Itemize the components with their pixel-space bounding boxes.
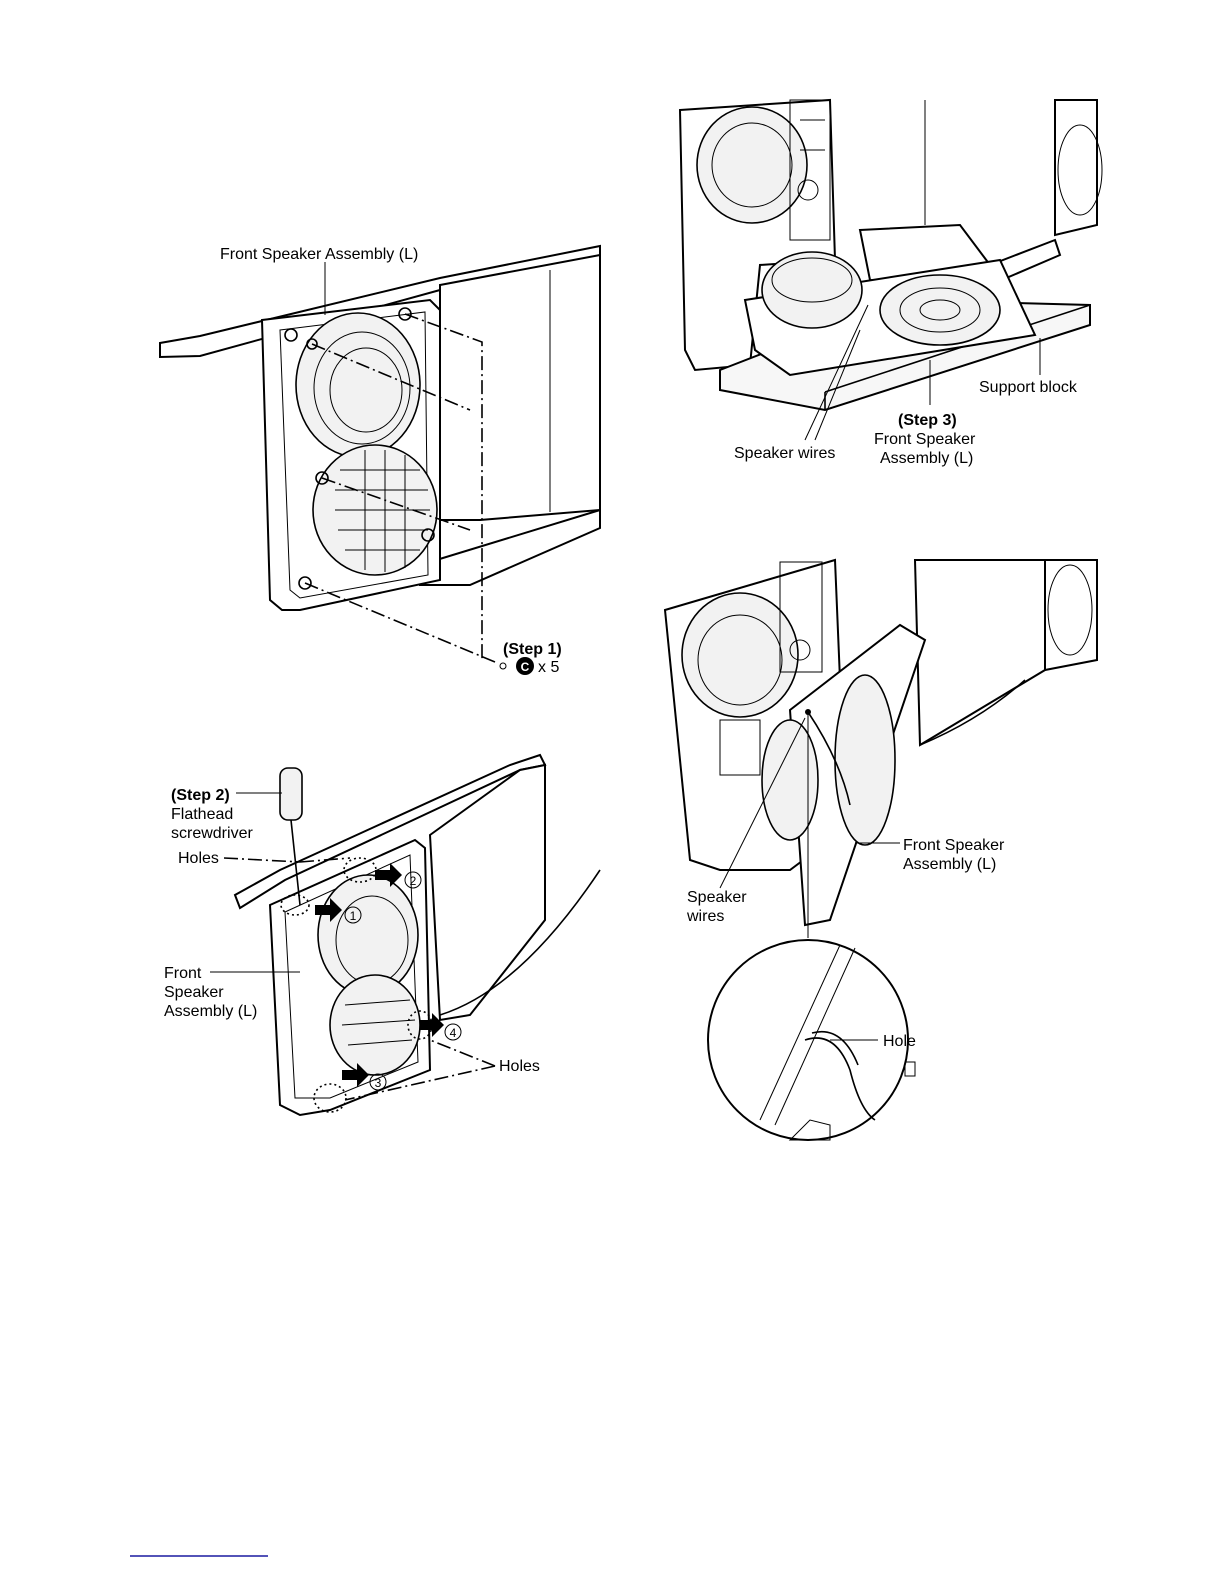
figure-2-release-hooks: 1 2 3 4 (Step 2) Flathead screwdriver Ho…: [164, 755, 600, 1115]
svg-text:4: 4: [450, 1026, 457, 1040]
label-front-speaker-assembly: Front Speaker Assembly (L): [220, 246, 418, 263]
label-step-1: (Step 1): [503, 641, 562, 658]
screw-c-letter: C: [521, 660, 530, 674]
figure-1-remove-screws: Front Speaker Assembly (L) (Step 1) C x …: [160, 246, 600, 676]
svg-text:2: 2: [410, 874, 417, 888]
svg-text:3: 3: [375, 1076, 382, 1090]
label-screw-count: x 5: [538, 659, 559, 676]
label-assembly-line2: Speaker: [164, 984, 224, 1001]
figure-3-support-block: Support block (Step 3) Front Speaker Ass…: [680, 100, 1102, 467]
label-assembly-line2: Assembly (L): [903, 856, 996, 873]
screw-icon: [500, 663, 506, 669]
svg-text:1: 1: [350, 909, 357, 923]
label-wires-line1: Speaker: [687, 889, 747, 906]
label-step-3: (Step 3): [898, 412, 957, 429]
label-speaker-wires: Speaker wires: [734, 445, 835, 462]
label-tool-line1: Flathead: [171, 806, 233, 823]
label-support-block: Support block: [979, 379, 1078, 396]
label-step-2: (Step 2): [171, 787, 230, 804]
label-holes-top: Holes: [178, 850, 219, 867]
label-assembly-line1: Front Speaker: [874, 431, 976, 448]
label-assembly-line1: Front Speaker: [903, 837, 1005, 854]
label-assembly-line3: Assembly (L): [164, 1003, 257, 1020]
label-wires-line2: wires: [686, 908, 724, 925]
flathead-screwdriver-icon: [280, 768, 302, 905]
hole-detail-magnifier: Hole: [708, 940, 916, 1140]
label-hole: Hole: [883, 1033, 916, 1050]
label-tool-line2: screwdriver: [171, 825, 253, 842]
label-holes-bottom: Holes: [499, 1058, 540, 1075]
figure-4-speaker-wires: Front Speaker Assembly (L) Speaker wires…: [665, 560, 1097, 1140]
label-assembly-line2: Assembly (L): [880, 450, 973, 467]
label-assembly-line1: Front: [164, 965, 202, 982]
